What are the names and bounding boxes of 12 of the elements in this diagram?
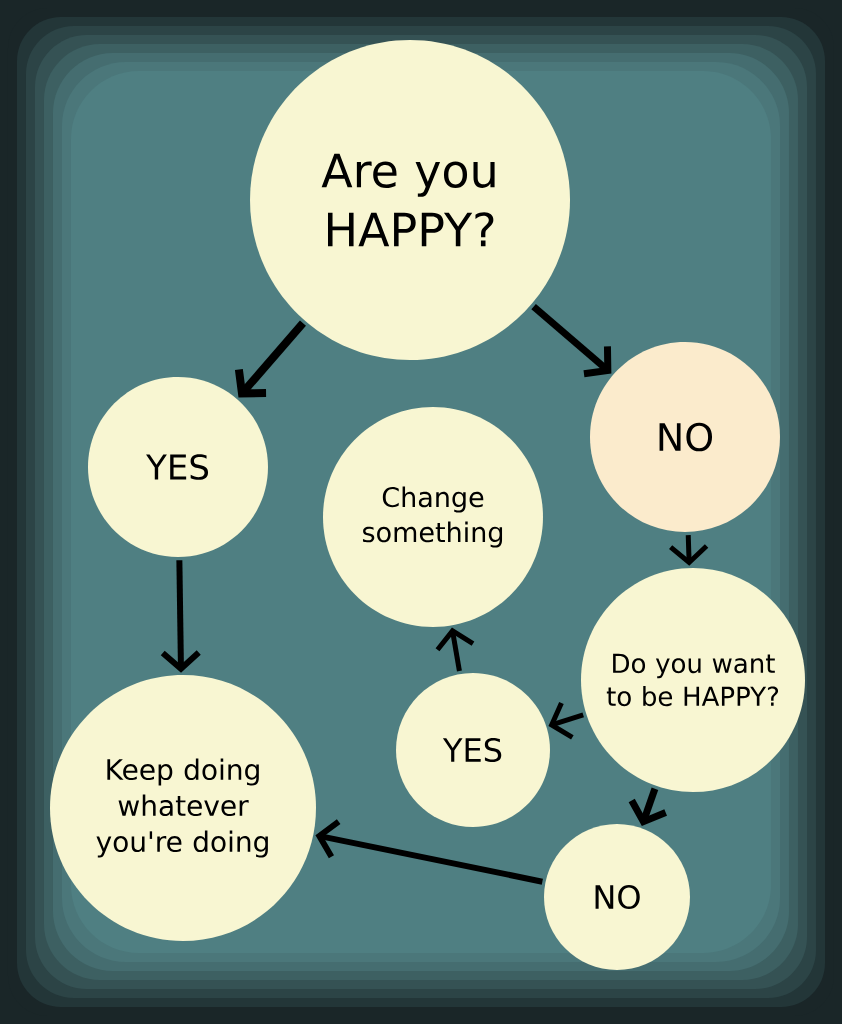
circle-node: Keep doing whatever you're doing [50, 675, 316, 941]
circle-node: YES [396, 673, 550, 827]
circle-node: NO [544, 824, 690, 970]
arrow [160, 560, 201, 673]
circle-node: Do you want to be HAPPY? [581, 568, 805, 792]
arrow [531, 303, 612, 378]
arrow [234, 320, 306, 398]
circle-node: NO [590, 342, 780, 532]
arrow [315, 819, 543, 885]
circle-node: Are you HAPPY? [250, 40, 570, 360]
circle-node: YES [88, 377, 268, 557]
circle-node: Change something [323, 407, 543, 627]
